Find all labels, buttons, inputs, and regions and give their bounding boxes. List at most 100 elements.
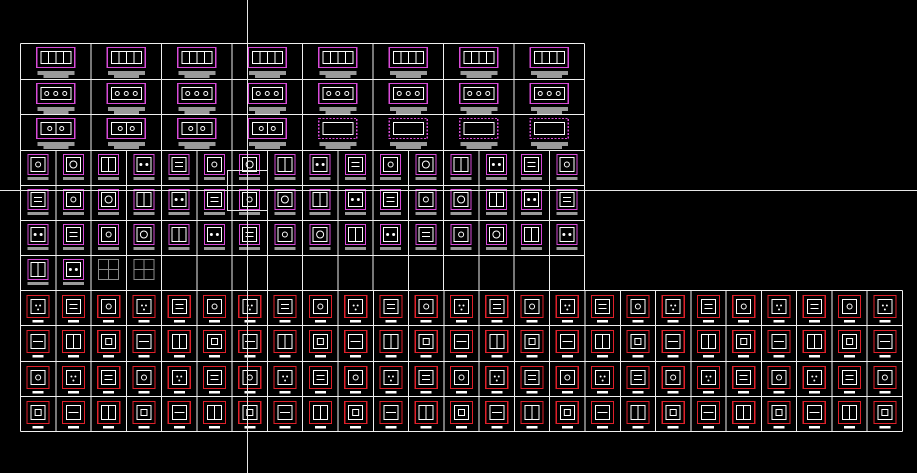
socket-inner: [418, 334, 434, 349]
label-bar: [536, 75, 562, 78]
socket-outline: [485, 365, 509, 390]
socket-panel-icon: [449, 365, 474, 394]
socket-inner: [136, 299, 152, 314]
label-bar: [274, 212, 296, 215]
socket-inner: [207, 370, 223, 385]
label-bar: [168, 177, 190, 180]
label-bar: [107, 142, 145, 146]
socket-panel-icon: [555, 294, 579, 323]
label-bar: [350, 426, 362, 429]
switch-panel-icon: [309, 188, 331, 215]
socket-panel-icon: [97, 329, 121, 358]
label-bar: [37, 71, 75, 75]
socket-panel-icon: [873, 365, 897, 394]
socket-outline: [26, 400, 50, 425]
pin: [603, 375, 606, 378]
socket-panel-icon: [132, 365, 156, 394]
panel-outline: [133, 223, 155, 246]
label-bar: [173, 391, 185, 394]
socket-outline: [485, 329, 509, 354]
panel-inner: [418, 192, 434, 207]
label-bar: [395, 146, 421, 149]
socket-round: [317, 303, 324, 310]
label-bar: [103, 426, 115, 429]
socket-outline: [767, 294, 791, 319]
label-bar: [309, 212, 331, 215]
label-bar: [254, 146, 280, 149]
switch-dot: [69, 160, 78, 169]
label-bar: [107, 71, 145, 75]
switch-dot: [563, 161, 570, 168]
socket-inner: [665, 334, 681, 349]
socket-outline: [591, 365, 615, 390]
socket-port: [316, 338, 324, 345]
panel-outline: [388, 46, 428, 69]
label-bar: [491, 391, 503, 394]
socket-outline: [661, 329, 685, 354]
label-bar: [530, 142, 568, 146]
switch-panel-icon: [529, 46, 569, 78]
socket-inner: [489, 405, 505, 420]
label-bar: [173, 320, 185, 323]
switch-panel-icon: [98, 188, 120, 215]
panel-inner: [30, 157, 46, 172]
socket-panel-icon: [97, 365, 121, 394]
socket-inner: [595, 299, 611, 314]
socket-panel-icon: [485, 365, 509, 394]
switch-dot: [215, 233, 219, 236]
switch-dot: [335, 91, 341, 96]
label-bar: [456, 320, 467, 323]
socket-panel-icon: [661, 294, 685, 323]
switch-dot: [485, 91, 491, 96]
socket-outline: [97, 365, 121, 390]
socket-outline: [273, 294, 297, 319]
switch-panel-icon: [36, 82, 76, 114]
panel-outline: [450, 153, 472, 176]
socket-inner: [700, 299, 716, 314]
panel-outline: [36, 46, 76, 69]
label-bar: [244, 320, 256, 323]
panel-inner: [488, 157, 504, 172]
socket-panel-icon: [273, 294, 297, 323]
label-bar: [325, 75, 351, 78]
socket-outline: [273, 365, 297, 390]
switch-panel-icon: [309, 223, 331, 250]
socket-outline: [344, 400, 368, 425]
label-bar: [667, 320, 679, 323]
crosshair-pickbox: [227, 170, 268, 211]
switch-dot: [386, 233, 390, 236]
label-bar: [244, 355, 256, 358]
label-bar: [184, 146, 210, 149]
panel-outline: [106, 46, 146, 69]
switch-dot: [53, 91, 59, 96]
label-bar: [314, 320, 326, 323]
socket-inner: [277, 299, 293, 314]
socket-panel-icon: [26, 329, 50, 358]
pin: [493, 375, 496, 378]
label-bar: [738, 391, 750, 394]
switch-panel-icon: [529, 82, 569, 114]
pin: [776, 304, 779, 307]
panel-inner: [277, 192, 293, 207]
socket-panel-icon: [485, 400, 509, 429]
socket-panel-icon: [202, 365, 227, 394]
switch-panel-icon: [133, 188, 155, 215]
pin: [462, 304, 465, 307]
panel-outline: [239, 153, 261, 176]
pin: [705, 375, 708, 378]
socket-port: [211, 338, 219, 345]
socket-outline: [238, 400, 262, 425]
socket-outline: [26, 294, 50, 319]
socket-round: [740, 303, 747, 310]
label-bar: [274, 177, 296, 180]
switch-panel-icon: [459, 46, 499, 78]
label-bar: [209, 355, 221, 358]
socket-outline: [238, 294, 262, 319]
socket-outline: [97, 329, 121, 354]
label-bar: [133, 177, 155, 180]
label-bar: [415, 177, 437, 180]
socket-inner: [524, 370, 540, 385]
label-bar: [209, 391, 221, 394]
switch-panel-icon: [415, 223, 437, 250]
